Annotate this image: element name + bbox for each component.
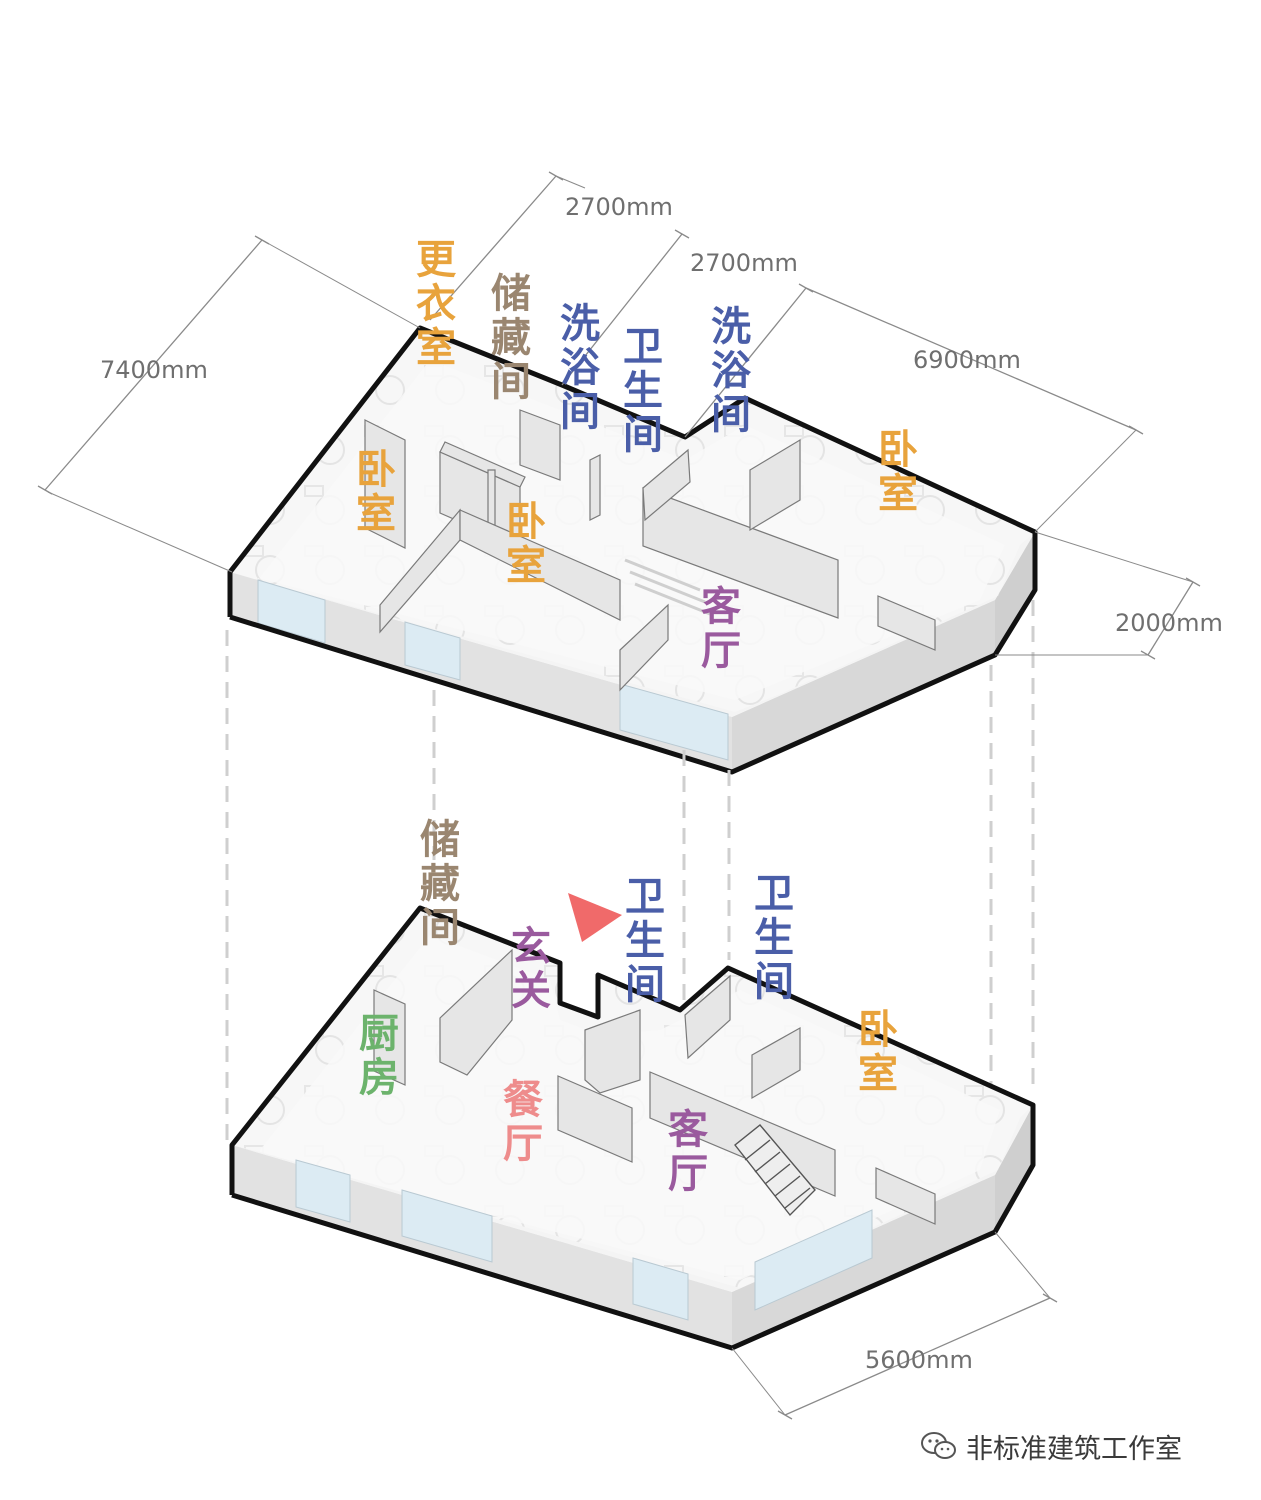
upper-wall-top bbox=[230, 532, 1035, 717]
upper-room-bedroom-right: 卧室 bbox=[878, 427, 918, 517]
entrance-arrow-marker bbox=[568, 893, 622, 942]
lower-room-storage: 储藏间 bbox=[420, 817, 460, 951]
dim-label-2000: 2000mm bbox=[1115, 609, 1223, 637]
projection-lines bbox=[225, 600, 1035, 1145]
wechat-icon bbox=[921, 1432, 956, 1459]
upper-glass-1 bbox=[257, 579, 326, 644]
upper-right-side-wall bbox=[995, 532, 1035, 655]
watermark: 非标准建筑工作室 bbox=[920, 1428, 1182, 1465]
lower-stairs bbox=[734, 1124, 816, 1217]
lower-glass-2 bbox=[401, 1189, 493, 1263]
upper-front-wall bbox=[230, 572, 732, 772]
lower-room-kitchen: 厨房 bbox=[359, 1011, 399, 1101]
upper-room-bath-2: 洗浴间 bbox=[711, 304, 751, 438]
dim-label-7400: 7400mm bbox=[100, 356, 208, 384]
upper-glass-2 bbox=[404, 621, 461, 681]
dim-label-5600: 5600mm bbox=[865, 1346, 973, 1374]
upper-room-toilet: 卫生间 bbox=[623, 324, 663, 458]
upper-floor bbox=[227, 325, 1038, 775]
upper-room-bedroom-mid: 卧室 bbox=[506, 499, 546, 589]
lower-glass-1 bbox=[295, 1159, 351, 1223]
dimension-lines bbox=[37, 171, 1201, 1420]
dim-label-2700-b: 2700mm bbox=[690, 249, 798, 277]
lower-outline bbox=[229, 905, 1036, 1351]
upper-stair-opening bbox=[624, 558, 711, 616]
upper-outline bbox=[227, 325, 1038, 775]
lower-room-toilet-2: 卫生间 bbox=[754, 871, 794, 1005]
lower-glass-3 bbox=[632, 1257, 689, 1321]
upper-interior-walls bbox=[364, 409, 936, 692]
dim-label-6900: 6900mm bbox=[913, 346, 1021, 374]
lower-room-bedroom: 卧室 bbox=[858, 1007, 898, 1097]
lower-room-dining: 餐厅 bbox=[503, 1077, 543, 1167]
upper-room-dressing: 更衣室 bbox=[416, 237, 456, 371]
lower-right-side-wall bbox=[995, 1105, 1033, 1232]
dim-label-2700-a: 2700mm bbox=[565, 193, 673, 221]
lower-room-entrance: 玄关 bbox=[511, 924, 551, 1014]
lower-room-living: 客厅 bbox=[668, 1107, 708, 1197]
watermark-text: 非标准建筑工作室 bbox=[966, 1433, 1182, 1465]
upper-room-storage: 储藏间 bbox=[491, 271, 531, 405]
lower-room-toilet-1: 卫生间 bbox=[625, 874, 665, 1008]
dimension-labels: 2700mm 2700mm 7400mm 6900mm 2000mm 5600m… bbox=[100, 193, 1223, 1374]
upper-room-bedroom-left: 卧室 bbox=[356, 447, 396, 537]
upper-room-living: 客厅 bbox=[701, 584, 741, 674]
upper-room-bath-1: 洗浴间 bbox=[560, 301, 600, 435]
lower-glass-4 bbox=[754, 1209, 873, 1311]
lower-floor bbox=[229, 893, 1036, 1351]
upper-glass-3 bbox=[619, 683, 729, 761]
